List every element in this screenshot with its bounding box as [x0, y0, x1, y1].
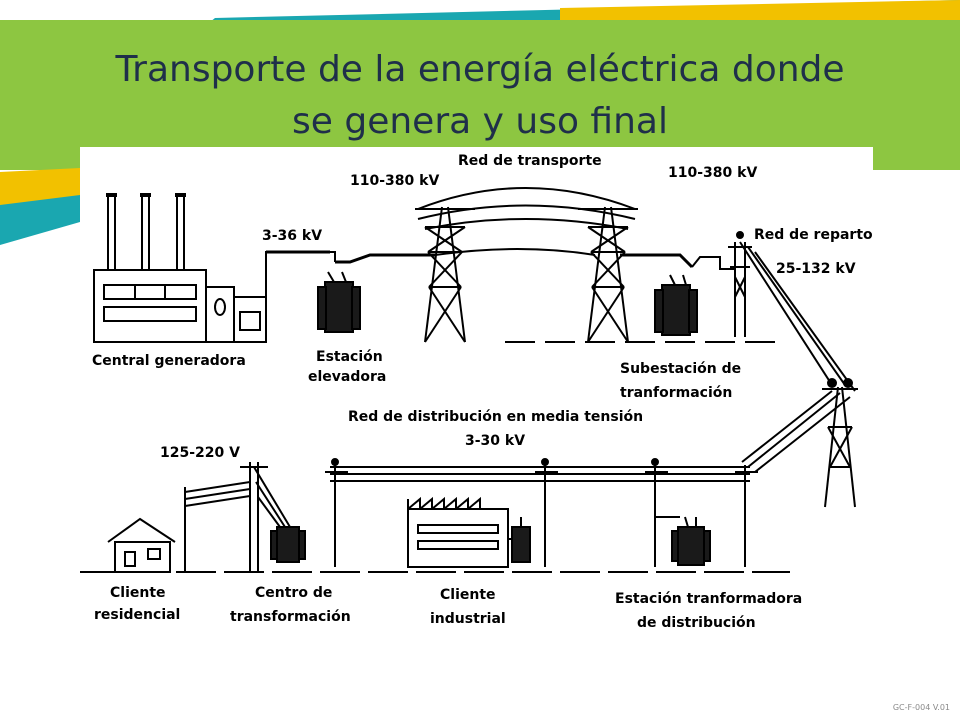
transmission-tower-right [578, 206, 638, 343]
label-transformation-center-2: transformación [230, 609, 351, 625]
title-line-2: se genera y uso final [292, 101, 668, 142]
label-medium-voltage-network: Red de distribución en media tensión [348, 409, 643, 425]
label-industrial-1: Cliente [440, 587, 496, 603]
teal-band-left [0, 195, 80, 245]
label-distribution-station-1: Estación tranformadora [615, 591, 802, 607]
slide-decoration [0, 0, 960, 245]
label-transport-network: Red de transporte [458, 153, 602, 169]
slide-title: Transporte de la energía eléctrica donde… [40, 44, 920, 148]
label-substation-1: Subestación de [620, 361, 741, 377]
industrial-client-icon [407, 496, 531, 568]
title-line-1: Transporte de la energía eléctrica donde [115, 49, 845, 90]
transport-cables [417, 187, 636, 256]
label-distribution-station-2: de distribución [637, 615, 756, 631]
transmission-tower-left [415, 206, 475, 343]
green-title-band [0, 20, 960, 170]
voltage-distribution-high: 25-132 kV [776, 261, 856, 277]
transformation-center-icon [240, 462, 306, 572]
distribution-pole-top [728, 231, 752, 337]
footer-code: GC-F-004 V.01 [892, 703, 950, 712]
low-voltage-lines [184, 481, 251, 572]
voltage-transport-left: 110-380 kV [350, 173, 439, 189]
residential-house-icon [107, 517, 176, 573]
label-distribution-network: Red de reparto [754, 227, 873, 243]
label-industrial-2: industrial [430, 611, 506, 627]
power-transport-diagram: Red de transporte 110-380 kV 110-380 kV … [80, 147, 873, 637]
label-residential-1: Cliente [110, 585, 166, 601]
medium-voltage-line [325, 458, 758, 567]
voltage-low: 125-220 V [160, 445, 240, 461]
generating-plant-icon [93, 193, 267, 343]
label-residential-2: residencial [94, 607, 180, 623]
label-transformation-center-1: Centro de [255, 585, 332, 601]
voltage-generation: 3-36 kV [262, 228, 322, 244]
voltage-transport-right: 110-380 kV [668, 165, 757, 181]
label-substation-2: tranformación [620, 385, 732, 401]
label-generating-plant: Central generadora [92, 353, 246, 369]
substation-transformer-icon [620, 253, 735, 336]
reparto-cables [739, 241, 856, 473]
label-step-up-1: Estación [316, 349, 383, 365]
label-step-up-2: elevadora [308, 369, 386, 385]
step-up-transformer-icon [317, 253, 435, 333]
voltage-medium: 3-30 kV [465, 433, 525, 449]
distribution-station-icon [655, 516, 711, 566]
yellow-band-top [560, 0, 960, 22]
